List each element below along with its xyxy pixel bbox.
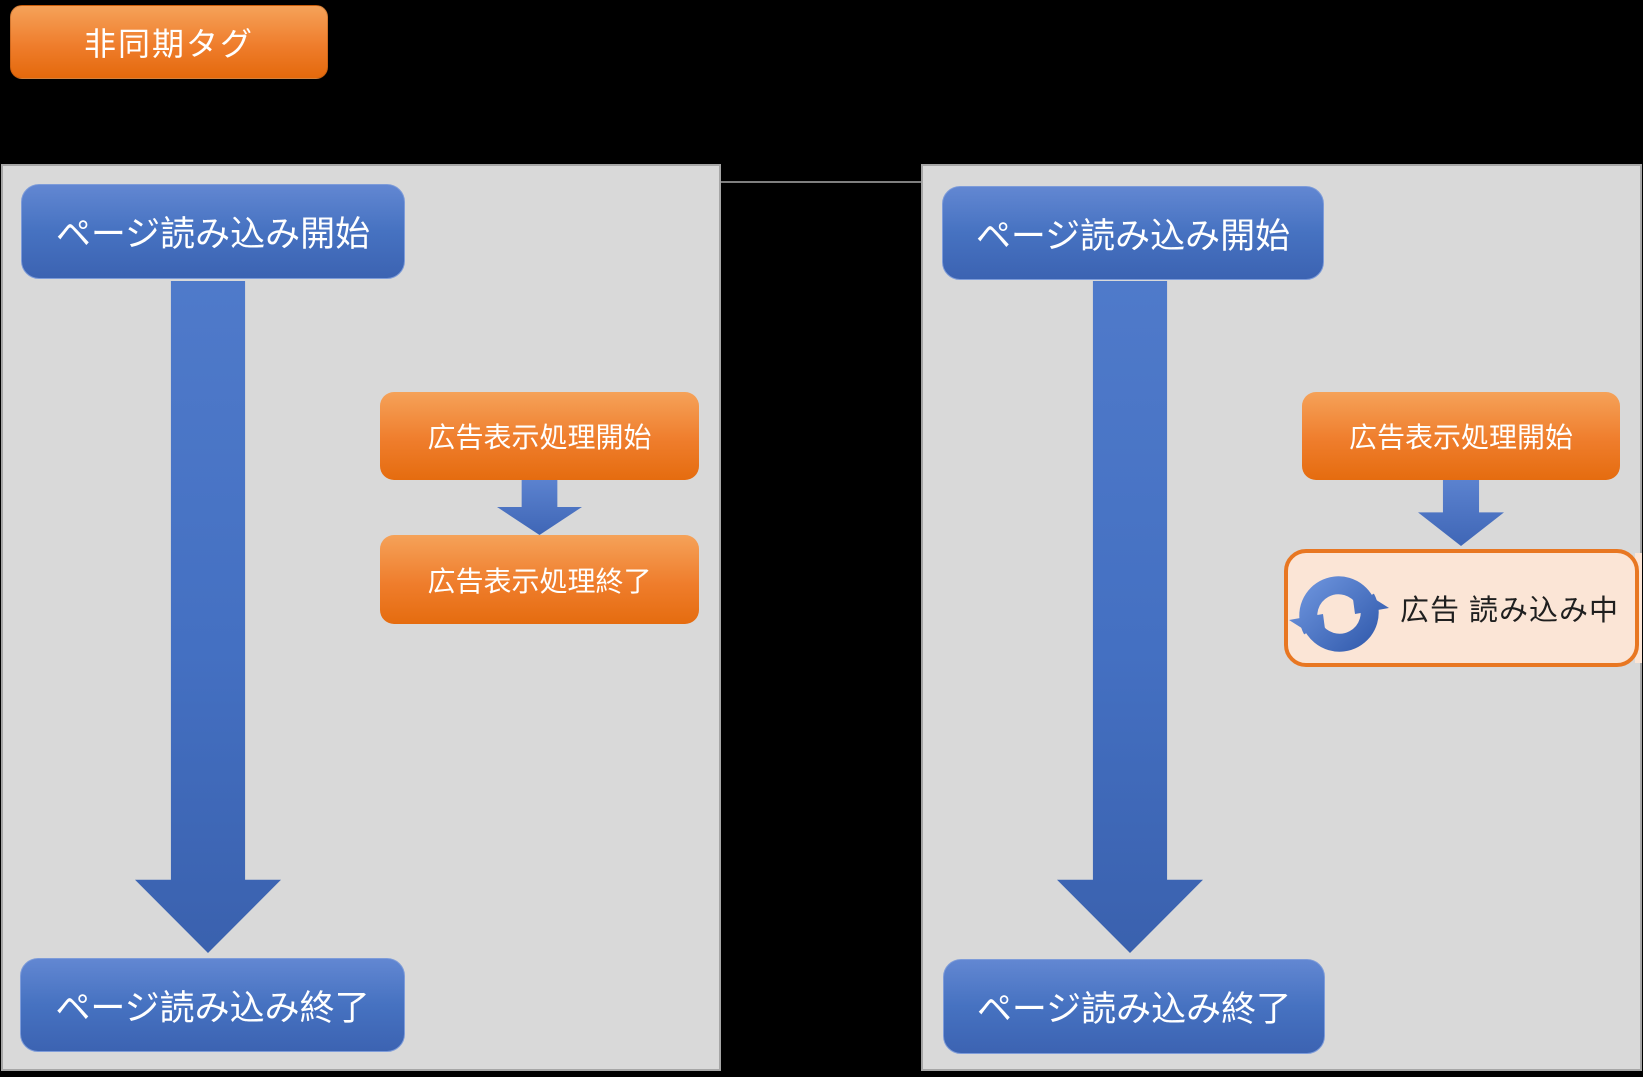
refresh-icon [1289, 576, 1389, 652]
ad-process-end-label-left: 広告表示処理終了 [427, 565, 652, 597]
title-badge-label: 非同期タグ [83, 26, 254, 62]
panel-connector-line [721, 181, 922, 183]
page-load-start-box-left: ページ読み込み開始 [21, 184, 405, 279]
panel-left: ページ読み込み開始 広告表示処理開始 広告表示処理終了 ページ読み込み終了 [1, 164, 721, 1071]
page-load-end-box-left: ページ読み込み終了 [20, 958, 405, 1052]
page-load-end-label-left: ページ読み込み終了 [55, 988, 370, 1028]
page-load-start-box-right: ページ読み込み開始 [942, 186, 1324, 280]
ad-process-start-box-left: 広告表示処理開始 [380, 392, 699, 480]
ad-loading-box: 広告 読み込み中 [1284, 549, 1639, 667]
refresh-icon-wrap [1285, 556, 1397, 668]
down-arrow-right [1057, 281, 1203, 953]
page-load-start-label-right: ページ読み込み開始 [975, 216, 1291, 256]
page-load-start-label-left: ページ読み込み開始 [55, 215, 371, 254]
ad-process-start-label-left: 広告表示処理開始 [427, 422, 652, 453]
ad-process-end-box-left: 広告表示処理終了 [380, 535, 699, 624]
page-load-end-label-right: ページ読み込み終了 [976, 990, 1292, 1029]
title-badge: 非同期タグ [10, 5, 328, 79]
ad-process-start-box-right: 広告表示処理開始 [1302, 392, 1620, 480]
down-arrow-left [135, 281, 281, 953]
small-down-arrow-left [497, 480, 582, 535]
ad-process-start-label-right: 広告表示処理開始 [1348, 422, 1573, 453]
ad-loading-label: 広告 読み込み中 [1400, 595, 1620, 627]
page-load-end-box-right: ページ読み込み終了 [943, 959, 1325, 1054]
small-down-arrow-right [1418, 480, 1504, 546]
panel-right: ページ読み込み開始 広告表示処理開始 [921, 164, 1642, 1071]
